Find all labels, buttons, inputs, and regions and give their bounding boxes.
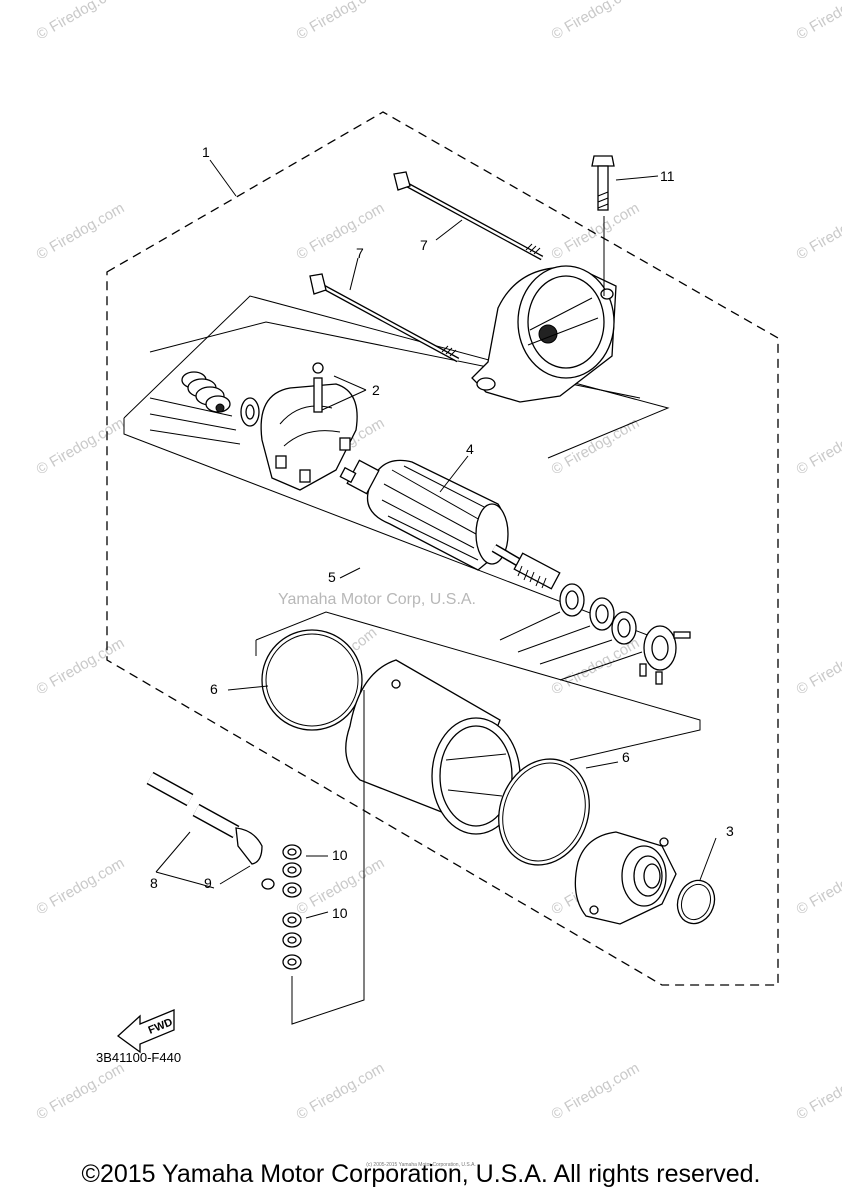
callout-6-left: 6	[210, 681, 218, 697]
callout-7-upper: 7	[420, 237, 428, 253]
o-ring-3	[676, 879, 716, 925]
watermark: © Firedog.com	[794, 854, 842, 918]
bracket-line	[291, 690, 365, 1025]
watermark: © Firedog.com	[794, 199, 842, 263]
callout-3: 3	[726, 823, 734, 839]
assembly-boundary	[106, 111, 779, 986]
callouts: 1 2 3 4 5 6 6 7 7 8 9 10 10 11	[150, 144, 734, 921]
center-watermark: Yamaha Motor Corp, U.S.A.	[278, 591, 476, 608]
watermark: © Firedog.com	[549, 199, 643, 263]
tiny-copyright-note: (c) 2005-2015 Yamaha Motor Corporation, …	[366, 1162, 476, 1168]
watermark: © Firedog.com	[549, 1059, 643, 1123]
o-ring-left	[261, 629, 363, 731]
coil-spring	[181, 371, 231, 413]
through-bolt-upper	[393, 171, 544, 261]
rear-cover	[471, 265, 617, 403]
watermark: © Firedog.com	[794, 0, 842, 43]
watermark: © Firedog.com	[34, 199, 128, 263]
lead-wire	[146, 771, 275, 890]
copyright-footer: ©2015 Yamaha Motor Corporation, U.S.A. A…	[81, 1160, 761, 1188]
watermark: © Firedog.com	[294, 1059, 388, 1123]
fwd-arrow-icon: FWD	[116, 1009, 175, 1054]
watermark: © Firedog.com	[549, 0, 643, 43]
watermark-layer: © Firedog.com © Firedog.com © Firedog.co…	[34, 0, 842, 1123]
callout-5: 5	[328, 569, 336, 585]
nuts-washers	[282, 844, 302, 970]
watermark: © Firedog.com	[34, 414, 128, 478]
callout-1: 1	[202, 144, 210, 160]
front-cover	[574, 831, 677, 925]
armature	[339, 459, 561, 590]
watermark: © Firedog.com	[34, 854, 128, 918]
callout-2: 2	[372, 382, 380, 398]
callout-9: 9	[204, 875, 212, 891]
watermark: © Firedog.com	[794, 634, 842, 698]
watermark: © Firedog.com	[294, 0, 388, 43]
guide-lines	[149, 397, 241, 445]
callout-10-upper: 10	[332, 847, 348, 863]
bolt-11	[591, 155, 615, 211]
callout-4: 4	[466, 441, 474, 457]
through-bolt-lower	[309, 273, 460, 363]
watermark: © Firedog.com	[549, 634, 643, 698]
lock-plate	[639, 625, 691, 685]
watermark: © Firedog.com	[794, 414, 842, 478]
brush-holder	[260, 362, 358, 491]
yoke-housing	[345, 659, 521, 835]
callout-10-lower: 10	[332, 905, 348, 921]
watermark: © Firedog.com	[294, 199, 388, 263]
frame-lower	[255, 611, 701, 761]
watermark: © Firedog.com	[34, 634, 128, 698]
guide-lines-lower	[499, 611, 643, 681]
callout-11: 11	[660, 168, 675, 184]
watermark: © Firedog.com	[34, 1059, 128, 1123]
frame-upper-outer	[123, 295, 670, 459]
drawing-code: 3B41100-F440	[96, 1050, 181, 1065]
callout-7-lower: 7	[356, 245, 364, 261]
leader-lines	[155, 159, 717, 919]
watermark: © Firedog.com	[794, 1059, 842, 1123]
callout-6-right: 6	[622, 749, 630, 765]
o-ring-right	[498, 758, 590, 866]
callout-8: 8	[150, 875, 158, 891]
watermark: © Firedog.com	[34, 0, 128, 43]
